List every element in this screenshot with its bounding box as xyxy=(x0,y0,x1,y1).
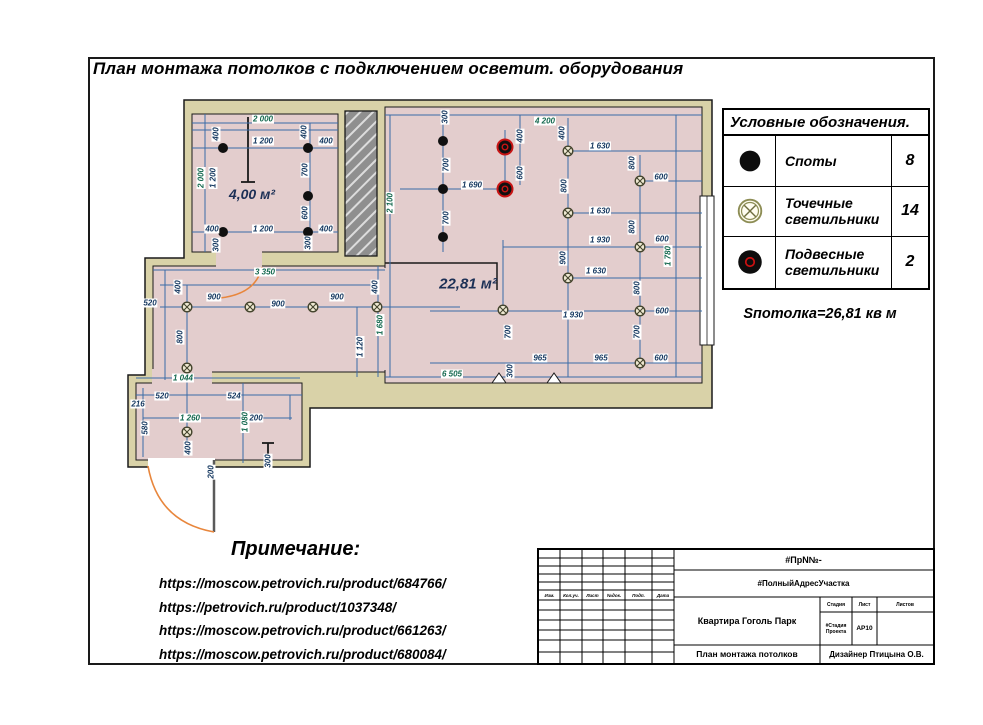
pendant-light-icon xyxy=(496,180,514,198)
title-block: #ПрN№- #ПолныйАдресУчастка Квартира Гого… xyxy=(537,548,935,665)
spot-light-icon xyxy=(218,227,228,237)
stamp-col-header: Лист xyxy=(586,592,599,598)
stamp-address: #ПолныйАдресУчастка xyxy=(757,579,850,588)
wall-stub xyxy=(385,262,498,290)
downlight-icon xyxy=(737,199,762,224)
legend-count: 2 xyxy=(905,253,915,271)
pendant-light-icon xyxy=(496,138,514,156)
spot-light-icon xyxy=(438,232,448,242)
stamp-col-header: Подп. xyxy=(632,592,645,598)
notes-heading: Примечание: xyxy=(231,538,361,560)
stamp-col-header: Изм. xyxy=(544,592,555,598)
product-url: https://petrovich.ru/product/1037348/ xyxy=(159,599,397,615)
spot-icon xyxy=(739,150,760,172)
downlight-icon xyxy=(634,357,646,369)
downlight-icon xyxy=(562,207,574,219)
product-url: https://moscow.petrovich.ru/product/6800… xyxy=(159,646,446,662)
downlight-icon xyxy=(181,362,193,374)
drawing-title: План монтажа потолков с подключением осв… xyxy=(93,59,684,78)
sheet-frame xyxy=(88,57,935,665)
entrance-opening xyxy=(148,458,215,469)
spot-light-icon xyxy=(303,227,313,237)
spot-light-icon xyxy=(438,184,448,194)
stamp-col-header: №док. xyxy=(606,592,622,598)
downlight-icon xyxy=(562,272,574,284)
entrance-door xyxy=(147,460,216,533)
legend-label: Точечные светильники xyxy=(776,186,892,237)
spot-light-icon xyxy=(303,143,313,153)
legend-title: Условные обозначения. xyxy=(724,110,928,136)
stamp-col-header: Дата xyxy=(656,592,670,598)
room-small-top xyxy=(191,113,339,253)
legend-label: Споты xyxy=(776,136,892,186)
stamp-stage-value: #Стадия Проекта xyxy=(825,622,847,635)
stamp-sheet-value: АР10 xyxy=(856,625,873,632)
notes-urls: https://moscow.petrovich.ru/product/6847… xyxy=(159,572,446,666)
window xyxy=(699,195,715,346)
stamp-col-header: Кол.уч. xyxy=(563,592,579,598)
stamp-sheet-title: План монтажа потолков xyxy=(696,649,798,659)
product-url: https://moscow.petrovich.ru/product/6847… xyxy=(159,576,446,591)
spot-light-icon xyxy=(303,191,313,201)
stamp-designer: Дизайнер Птицына О.В. xyxy=(829,649,924,659)
downlight-icon xyxy=(634,241,646,253)
downlight-icon xyxy=(244,301,256,313)
legend-row-spots: Споты 8 xyxy=(724,136,928,187)
corridor xyxy=(152,265,386,373)
lights-layer xyxy=(181,136,646,438)
legend-count: 8 xyxy=(905,151,915,169)
ceiling-area-note: Sпотолка=26,81 кв м xyxy=(743,306,897,322)
sill-mark xyxy=(546,372,562,384)
downlight-icon xyxy=(562,145,574,157)
legend-count: 14 xyxy=(901,202,919,220)
stamp-doc-code: #ПрN№- xyxy=(785,555,822,565)
product-url: https://moscow.petrovich.ru/product/6612… xyxy=(159,623,446,638)
downlight-icon xyxy=(634,175,646,187)
stamp-sheets-label: Листов xyxy=(896,601,914,608)
downlight-icon xyxy=(181,301,193,313)
stamp-sheet-label: Лист xyxy=(858,601,871,608)
downlight-icon xyxy=(634,305,646,317)
downlight-icon xyxy=(497,304,509,316)
room-main xyxy=(384,106,703,384)
legend-box: Условные обозначения. Споты 8 Точечные с… xyxy=(722,108,930,290)
spot-light-icon xyxy=(218,143,228,153)
pendant-icon xyxy=(737,250,762,275)
stamp-project: Квартира Гоголь Парк xyxy=(697,616,797,626)
sill-mark xyxy=(491,372,507,384)
legend-row-pendants: Подвесные светильники 2 xyxy=(724,237,928,288)
stamp-stage-label: Стадия xyxy=(826,601,845,608)
downlight-icon xyxy=(371,301,383,313)
spot-light-icon xyxy=(438,136,448,146)
shaft-hatched xyxy=(344,110,378,257)
legend-label: Подвесные светильники xyxy=(776,237,892,288)
legend-row-downlights: Точечные светильники 14 xyxy=(724,186,928,238)
title-block-grid xyxy=(539,550,933,663)
downlight-icon xyxy=(307,301,319,313)
downlight-icon xyxy=(181,426,193,438)
